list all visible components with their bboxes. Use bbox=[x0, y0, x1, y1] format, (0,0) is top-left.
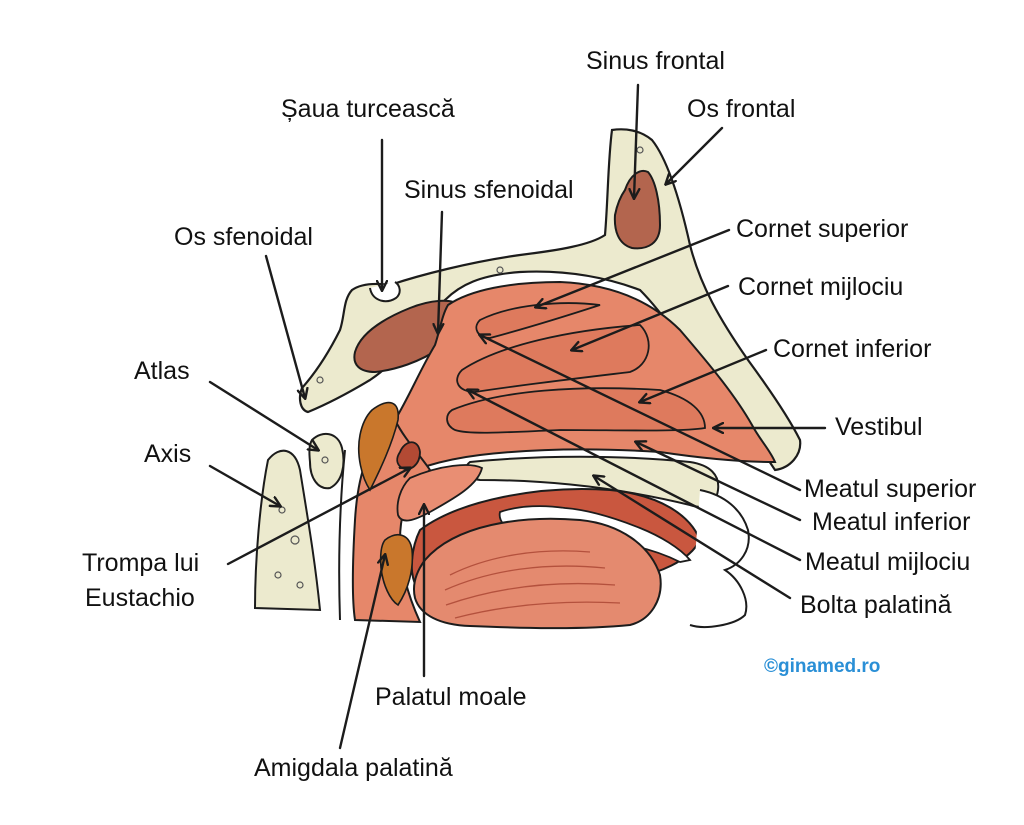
label-cornet-mijlociu: Cornet mijlociu bbox=[738, 273, 904, 301]
arrow-meatul-inferior bbox=[636, 442, 802, 522]
axis-vertebra bbox=[253, 449, 322, 612]
label-saua-turceasca: Șaua turcească bbox=[281, 95, 455, 123]
tongue-shape bbox=[413, 517, 662, 630]
arrow-cornet-superior bbox=[536, 228, 731, 307]
tongue-striations bbox=[444, 550, 621, 619]
atlas-vertebra bbox=[308, 432, 345, 490]
arrow-meatul-mijlociu bbox=[468, 390, 802, 562]
arrow-sinus-frontal bbox=[634, 83, 638, 198]
arrow-amigdala bbox=[338, 555, 385, 750]
label-meatul-mijlociu: Meatul mijlociu bbox=[805, 548, 971, 576]
eustachian-opening bbox=[396, 441, 421, 470]
label-sinus-frontal: Sinus frontal bbox=[586, 47, 725, 75]
label-palatul-moale: Palatul moale bbox=[375, 683, 527, 711]
label-sinus-sfenoidal: Sinus sfenoidal bbox=[404, 176, 574, 204]
label-meatul-inferior: Meatul inferior bbox=[812, 508, 971, 536]
copyright-text: ©ginamed.ro bbox=[764, 656, 881, 677]
label-bolta-palatina: Bolta palatină bbox=[800, 591, 952, 619]
label-vestibul: Vestibul bbox=[835, 413, 923, 441]
bone-texture bbox=[274, 146, 644, 589]
label-trompa-line2: Eustachio bbox=[85, 584, 195, 612]
label-trompa-line1: Trompa lui bbox=[82, 549, 200, 577]
arrow-sinus-sfenoidal bbox=[438, 210, 442, 333]
label-os-frontal: Os frontal bbox=[687, 95, 796, 123]
lips-jaw bbox=[689, 489, 750, 628]
skull-bone bbox=[298, 128, 802, 472]
label-os-sfenoidal: Os sfenoidal bbox=[174, 223, 313, 251]
arrow-atlas bbox=[208, 380, 318, 450]
label-atlas: Atlas bbox=[134, 357, 190, 385]
label-amigdala-palatina: Amigdala palatină bbox=[254, 754, 453, 782]
label-meatul-superior: Meatul superior bbox=[804, 475, 977, 503]
arrow-os-frontal bbox=[666, 126, 724, 184]
arrow-cornet-inferior bbox=[640, 348, 768, 402]
arrow-trompa bbox=[226, 468, 410, 566]
label-cornet-superior: Cornet superior bbox=[736, 215, 909, 243]
pointer-arrows bbox=[208, 83, 827, 750]
arrow-bolta-palatina bbox=[594, 476, 792, 600]
arrow-meatul-superior bbox=[480, 335, 802, 492]
label-cornet-inferior: Cornet inferior bbox=[773, 335, 932, 363]
frontal-sinus-shape bbox=[613, 170, 662, 250]
label-axis: Axis bbox=[144, 440, 192, 468]
arrow-cornet-mijlociu bbox=[572, 284, 730, 350]
arrow-os-sfenoidal bbox=[264, 254, 305, 398]
pharyngeal-wall bbox=[338, 449, 346, 621]
arrow-axis bbox=[208, 464, 280, 506]
